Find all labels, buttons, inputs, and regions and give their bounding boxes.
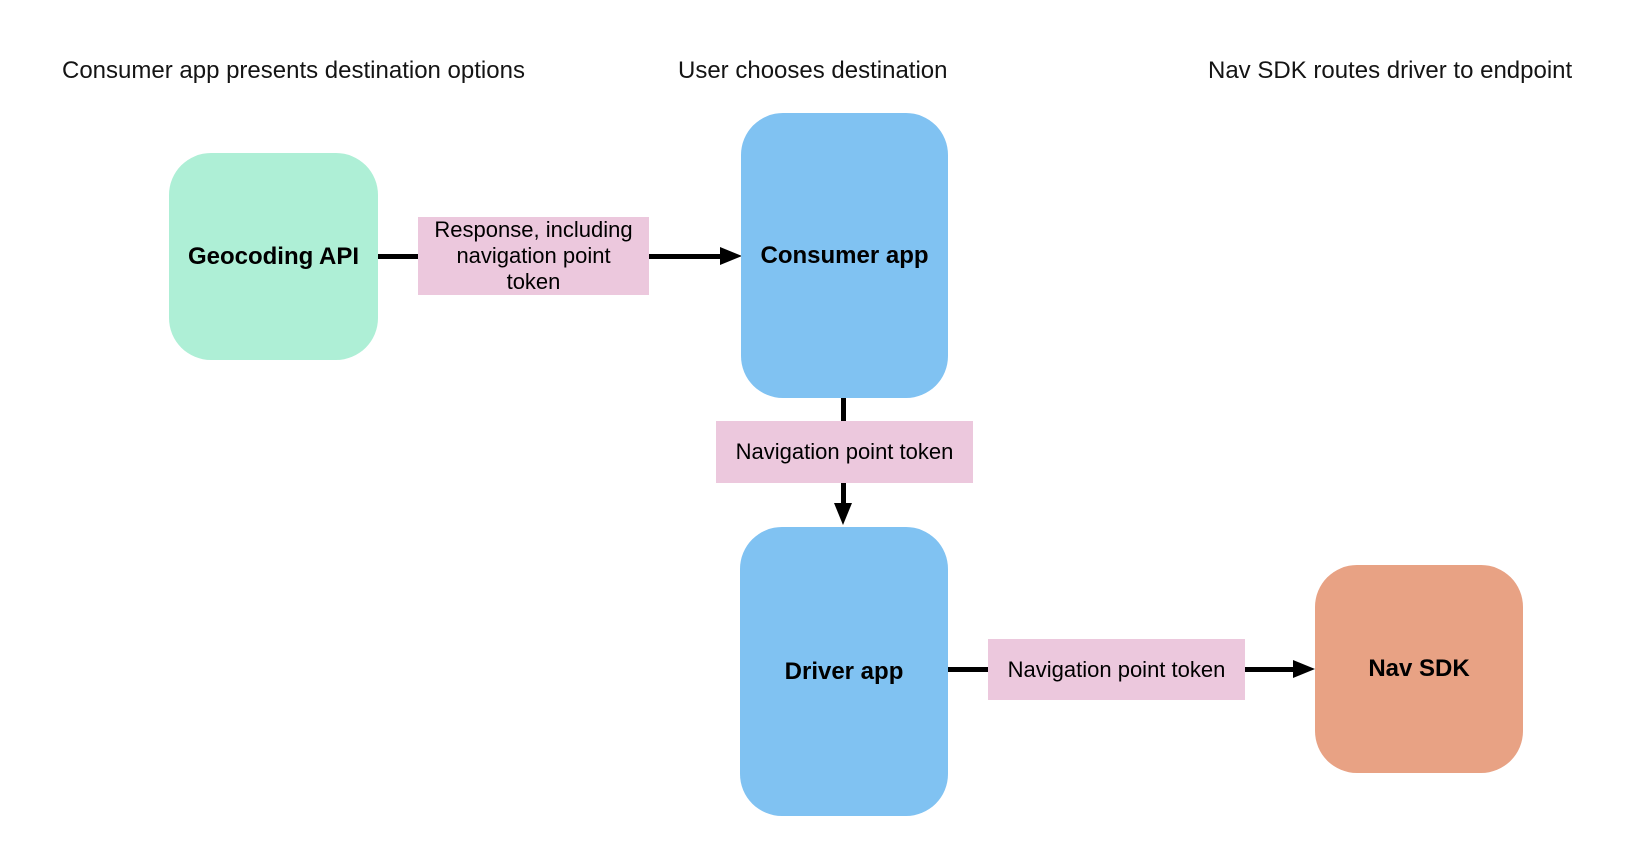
arrow-consumer-to-driver-head-icon	[834, 503, 852, 525]
edge-label-nav-point-token-driver-navsdk: Navigation point token	[988, 639, 1245, 700]
column-header-navsdk-routes: Nav SDK routes driver to endpoint	[1208, 57, 1573, 84]
node-driver-app: Driver app	[740, 527, 948, 816]
node-nav-sdk: Nav SDK	[1315, 565, 1523, 773]
node-consumer-app: Consumer app	[741, 113, 948, 398]
edge-label-response-including-token: Response, including navigation point tok…	[418, 217, 649, 295]
arrow-driver-to-navsdk-head-icon	[1293, 660, 1315, 678]
edge-label-response-line-3: token	[506, 269, 561, 294]
node-consumer-app-label: Consumer app	[760, 241, 929, 269]
edge-label-response-line-1: Response, including	[434, 217, 633, 242]
arrow-geocoding-to-consumer-head-icon	[720, 247, 742, 265]
node-nav-sdk-label: Nav SDK	[1368, 655, 1470, 682]
column-header-consumer-presents: Consumer app presents destination option…	[62, 57, 525, 84]
node-geocoding-api: Geocoding API	[169, 153, 378, 360]
node-driver-app-label: Driver app	[784, 657, 904, 685]
edge-label-response-line-2: navigation point	[456, 243, 611, 268]
node-geocoding-api-label: Geocoding API	[187, 242, 360, 270]
edge-label-nav-point-token-consumer-driver: Navigation point token	[716, 421, 973, 483]
edge-label-nav-point-token-consumer-driver-text: Navigation point token	[735, 439, 954, 464]
edge-label-nav-point-token-driver-navsdk-text: Navigation point token	[1007, 656, 1226, 682]
column-header-user-chooses: User chooses destination	[678, 57, 948, 84]
